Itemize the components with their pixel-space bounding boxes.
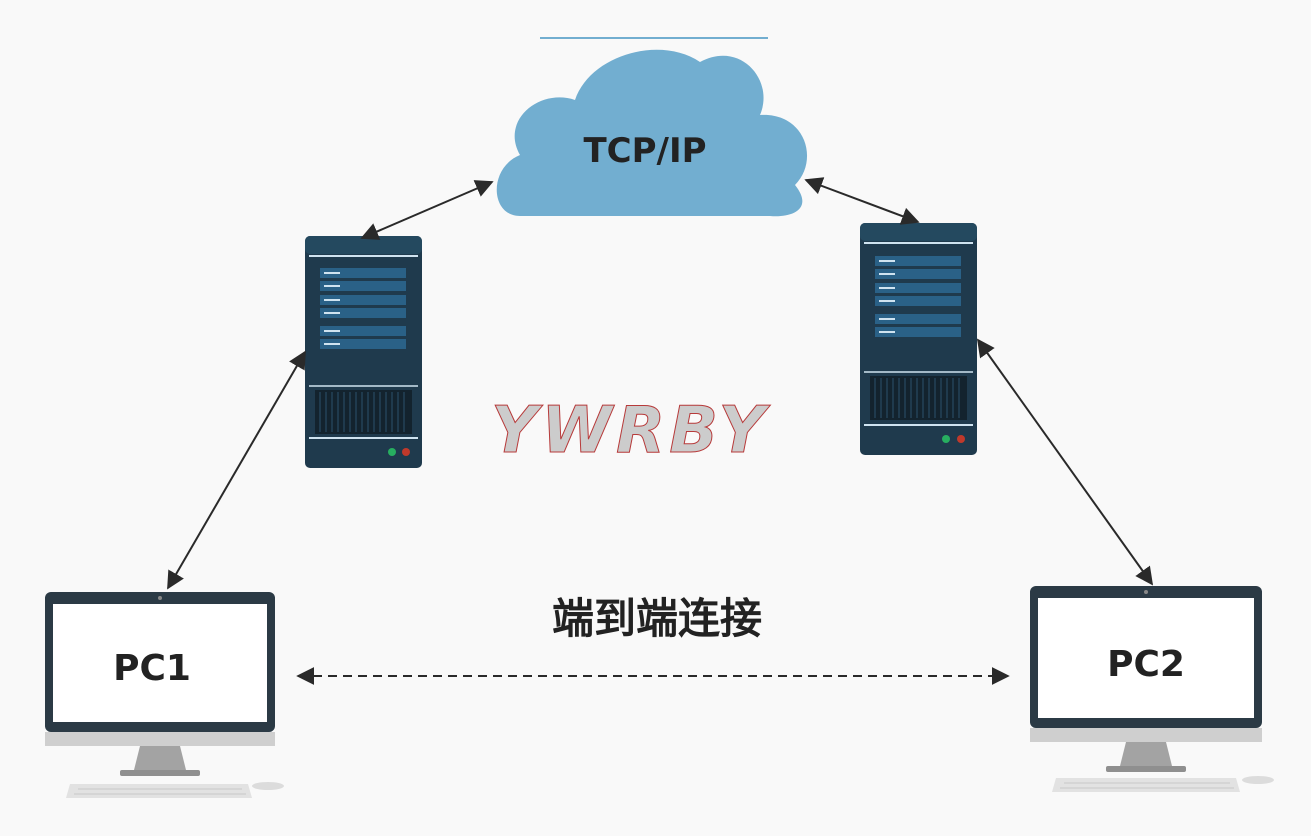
pc2-label: PC2: [1107, 644, 1185, 685]
server-left-vent: [315, 390, 412, 434]
watermark-logo: YWRBY: [491, 394, 771, 468]
server-left-led-green: [388, 448, 396, 456]
arrow-right-server-to-pc2: [976, 338, 1154, 586]
pc1-label: PC1: [113, 648, 191, 689]
pc1-computer-icon: PC1: [45, 592, 284, 798]
server-left-led-red: [402, 448, 410, 456]
server-right-led-green: [942, 435, 950, 443]
cloud-label: TCP/IP: [583, 131, 706, 171]
connection-label: 端到端连接: [552, 594, 762, 643]
server-left-icon: [305, 236, 422, 468]
arrow-cloud-to-right-server: [804, 177, 920, 225]
pc2-computer-icon: PC2: [1030, 586, 1274, 792]
arrow-left-server-to-pc1: [167, 350, 306, 590]
server-right-led-red: [957, 435, 965, 443]
arrow-cloud-to-left-server: [360, 180, 494, 240]
server-right-vent: [870, 376, 967, 420]
cloud-icon: TCP/IP: [496, 37, 808, 217]
server-right-icon: [860, 223, 977, 455]
